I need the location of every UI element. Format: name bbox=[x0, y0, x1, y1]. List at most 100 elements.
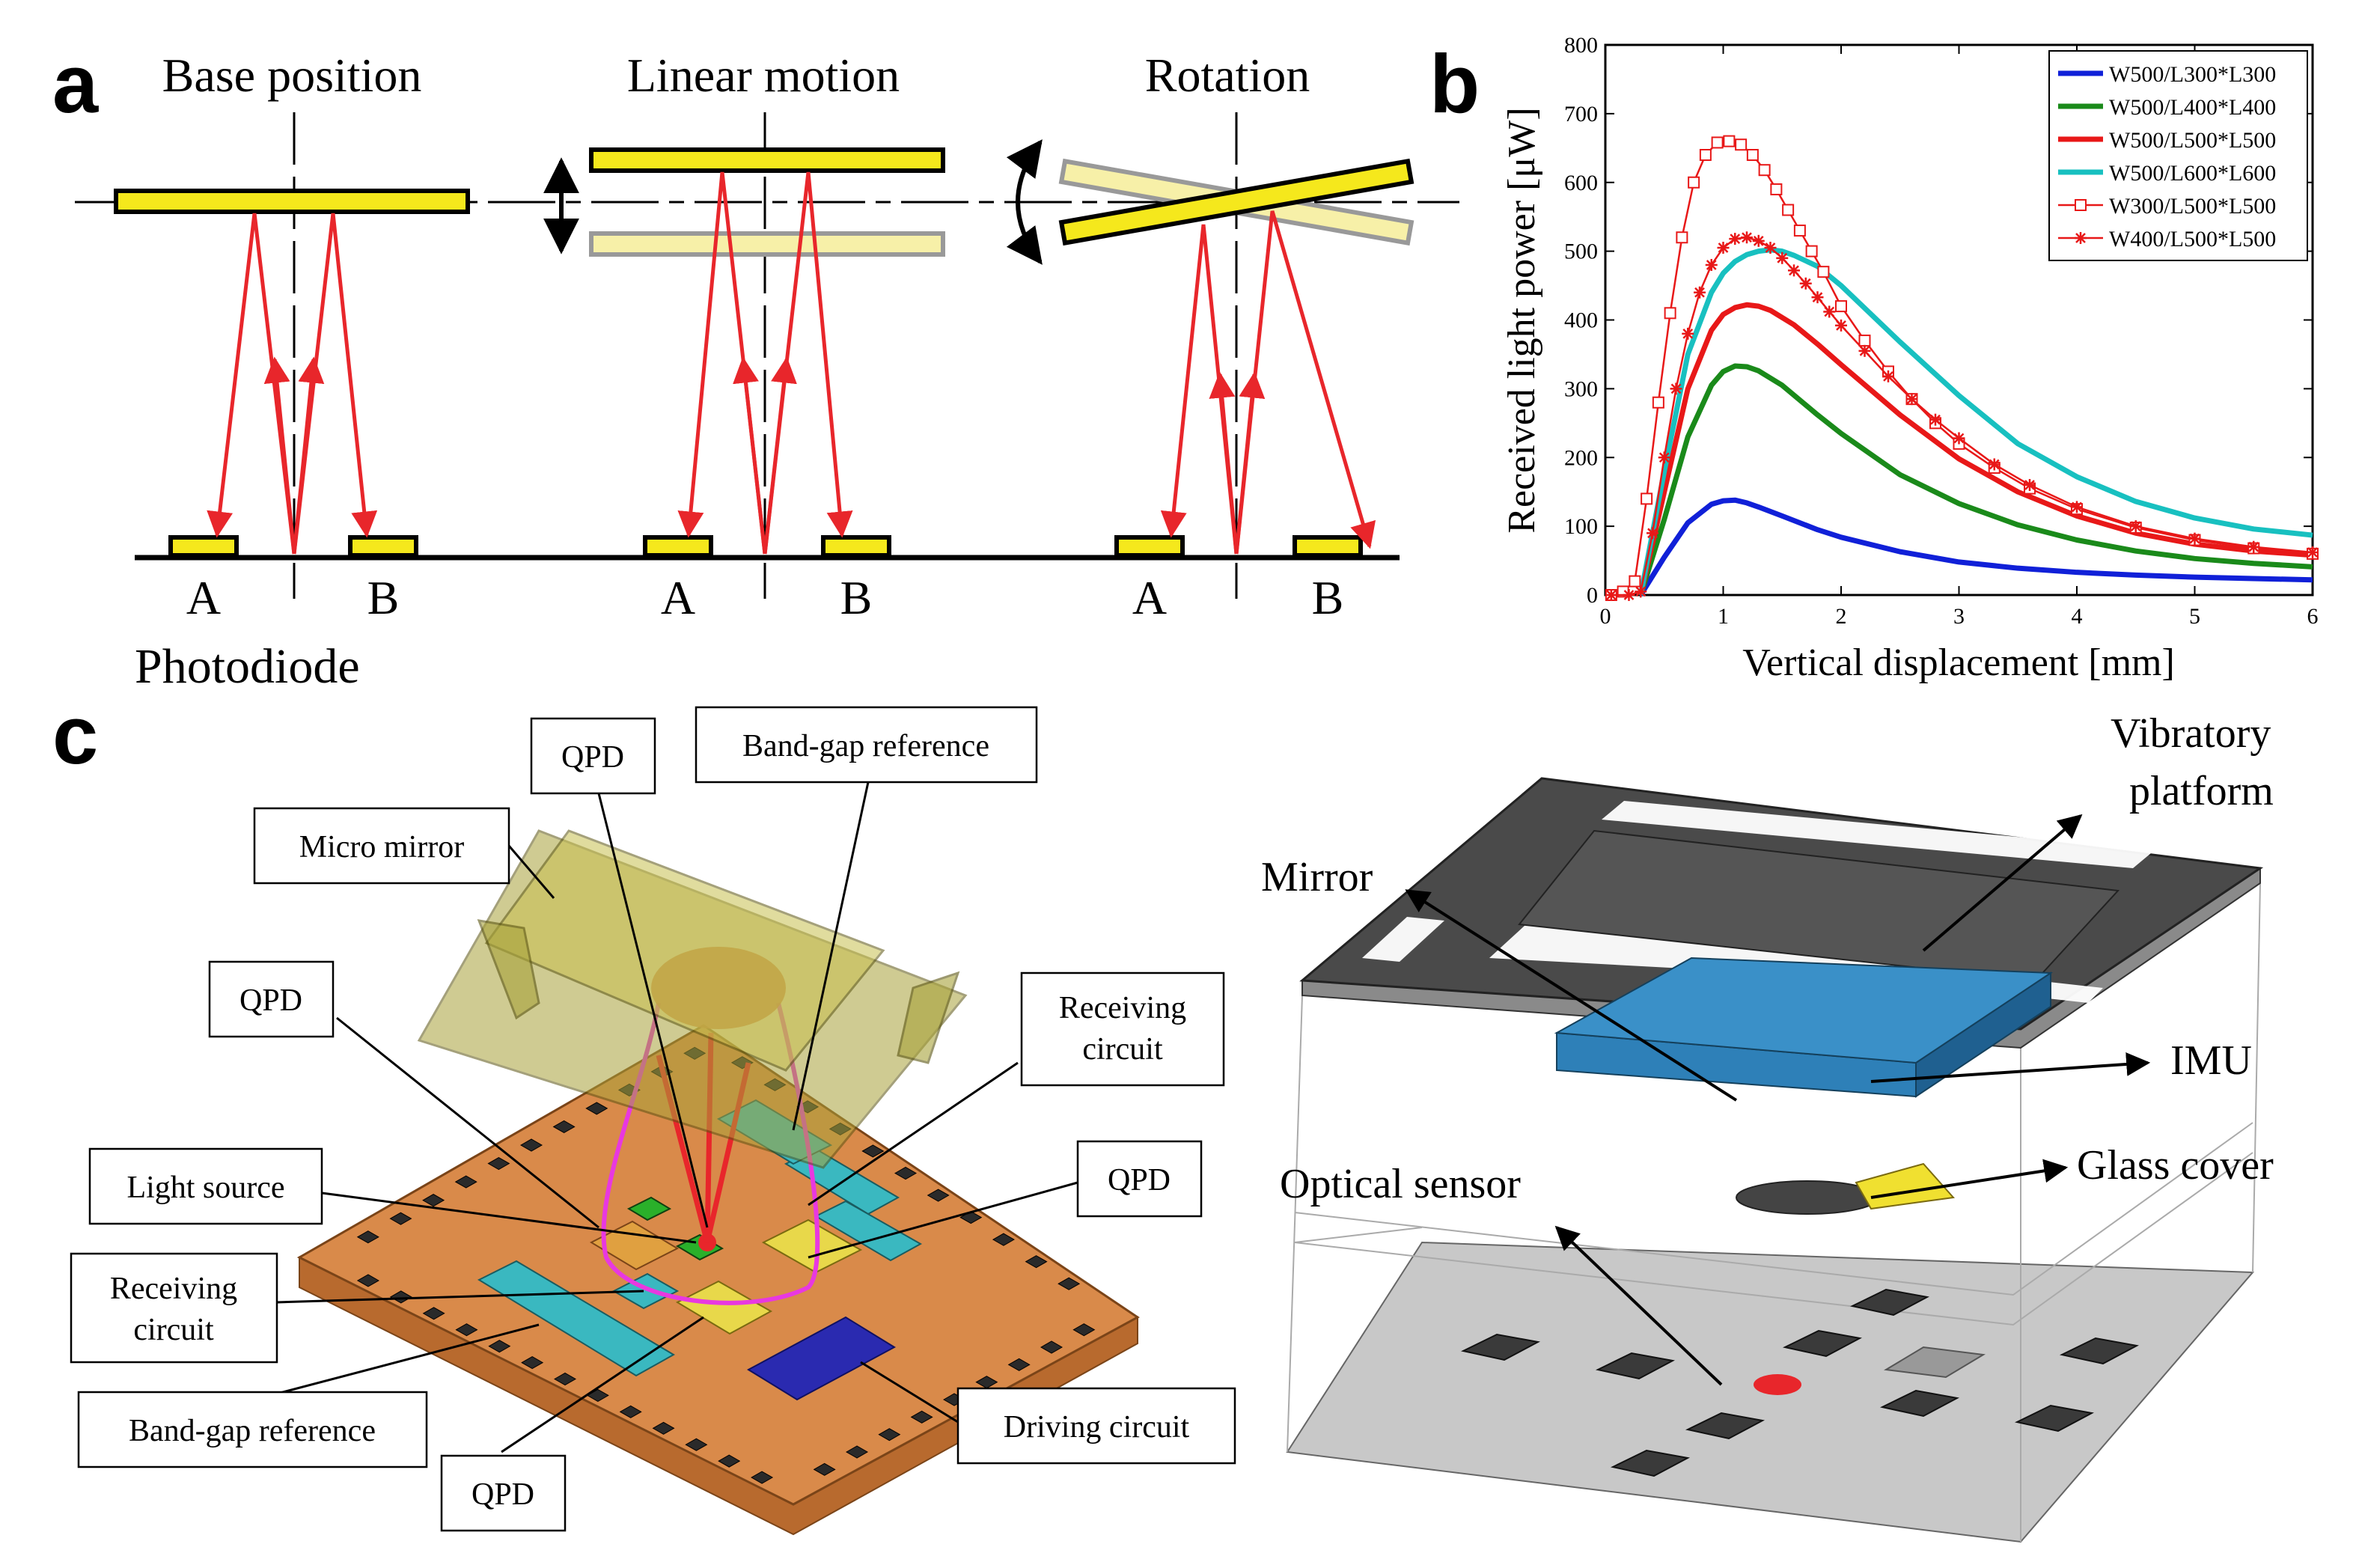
pad-bottom-left-4 bbox=[488, 1340, 511, 1353]
callout-light-source: Light source bbox=[126, 1171, 284, 1205]
cyan-block-left bbox=[477, 1260, 675, 1377]
x-tick-label-3: 3 bbox=[1953, 604, 1965, 629]
leader-bandgap-top bbox=[792, 781, 870, 1131]
platform-slot-2 bbox=[1602, 801, 2155, 868]
orange-block bbox=[589, 1220, 680, 1271]
series-5-marker-13 bbox=[1764, 242, 1777, 254]
panel-label-b: b bbox=[1429, 38, 1480, 130]
ray-base-left bbox=[207, 213, 296, 555]
label-b-1: B bbox=[367, 571, 400, 624]
title-linear-motion: Linear motion bbox=[627, 49, 900, 102]
detector-b-2 bbox=[821, 535, 891, 558]
series-line-0 bbox=[1638, 497, 2313, 597]
legend-marker-5 bbox=[2075, 232, 2087, 244]
pad-top-right-10 bbox=[1058, 1277, 1081, 1290]
pad-bottom-left-12 bbox=[751, 1471, 774, 1484]
legend: W500/L300*L300W500/L400*L400W500/L500*L5… bbox=[2048, 50, 2308, 261]
floor-chip-5 bbox=[1879, 1389, 1960, 1418]
legend-label-5: W400/L500*L500 bbox=[2109, 227, 2276, 251]
series-5-marker-11 bbox=[1741, 231, 1753, 244]
leader-receiving-right bbox=[808, 1061, 1019, 1206]
series-5-marker-10 bbox=[1729, 233, 1742, 245]
callout-qpd-top: QPD bbox=[561, 740, 624, 775]
leader-receiving-left bbox=[276, 1290, 644, 1304]
callout-bandgap-top: Band-gap reference bbox=[742, 729, 989, 763]
floor-chip-3 bbox=[1610, 1449, 1691, 1477]
label-vibratory-2: platform bbox=[2129, 768, 2274, 814]
legend-label-1: W500/L400*L400 bbox=[2109, 95, 2276, 120]
floor-chip-6 bbox=[2014, 1404, 2095, 1433]
detector-a-2 bbox=[643, 535, 713, 558]
ray-rotation-up-l bbox=[1209, 371, 1239, 555]
series-4-marker-17 bbox=[1805, 245, 1818, 257]
label-mirror: Mirror bbox=[1261, 854, 1373, 900]
callout-receiving-left-box bbox=[70, 1252, 278, 1364]
box-mid-frame-1 bbox=[1294, 1122, 2253, 1296]
mirror-linear bbox=[589, 147, 945, 173]
detector-b-1 bbox=[348, 535, 418, 558]
y-tick-label-3: 300 bbox=[1564, 376, 1598, 401]
series-5-marker-0 bbox=[1605, 589, 1617, 601]
series-4-marker-18 bbox=[1817, 266, 1830, 278]
series-5-marker-7 bbox=[1694, 286, 1706, 299]
floor-chip-4 bbox=[1782, 1329, 1863, 1358]
label-glass-cover: Glass cover bbox=[2077, 1142, 2274, 1189]
floor-chip-8 bbox=[2059, 1337, 2140, 1365]
series-line-2 bbox=[1638, 302, 2313, 596]
micro-mirror-arm-left bbox=[477, 919, 540, 1020]
series-4-marker-10 bbox=[1723, 135, 1736, 147]
series-4-marker-13 bbox=[1758, 164, 1771, 177]
leader-light-source bbox=[299, 1189, 697, 1244]
series-4-marker-4 bbox=[1652, 396, 1664, 409]
ray-linear-right bbox=[763, 171, 853, 555]
series-5-marker-2 bbox=[1635, 585, 1647, 598]
floor-chips bbox=[1460, 1288, 2140, 1477]
pad-bottom-left-3 bbox=[455, 1323, 478, 1337]
chip-substrate bbox=[296, 1024, 1140, 1506]
series-4-marker-19 bbox=[1835, 300, 1847, 313]
legend-label-2: W500/L500*L500 bbox=[2109, 128, 2276, 153]
platform-center-plate bbox=[1518, 829, 2120, 982]
pad-bottom-left-10 bbox=[685, 1438, 708, 1451]
pad-bottom-right-8 bbox=[1072, 1323, 1096, 1337]
pad-bottom-left-8 bbox=[619, 1405, 642, 1418]
callout-light-source-box bbox=[88, 1147, 323, 1225]
callout-qpd-right: QPD bbox=[1108, 1163, 1171, 1198]
callout-receiving-left-2: circuit bbox=[133, 1313, 214, 1347]
y-axis-label: Received light power [μW] bbox=[1501, 107, 1543, 533]
pad-top-left-1 bbox=[389, 1212, 412, 1225]
label-imu: IMU bbox=[2170, 1037, 2252, 1084]
series-5-marker-31 bbox=[2307, 546, 2319, 559]
callout-qpd-top-box bbox=[530, 717, 656, 795]
legend-box bbox=[2048, 50, 2308, 261]
callout-bandgap-top-box bbox=[695, 706, 1038, 784]
grey-pad bbox=[1884, 1346, 1986, 1379]
callout-qpd-bottom: QPD bbox=[471, 1477, 534, 1512]
callout-receiving-right-2: circuit bbox=[1082, 1032, 1163, 1067]
series-4-marker-11 bbox=[1735, 138, 1748, 151]
pad-top-left-3 bbox=[454, 1175, 477, 1189]
series-5-marker-6 bbox=[1682, 327, 1694, 340]
micro-mirror-plate bbox=[484, 829, 885, 1072]
x-tick-label-6: 6 bbox=[2307, 604, 2319, 629]
arrow-mirror bbox=[1405, 889, 1738, 1102]
arrow-vibratory bbox=[1922, 814, 2083, 952]
title-rotation: Rotation bbox=[1145, 49, 1310, 102]
pad-top-left-4 bbox=[487, 1156, 510, 1171]
callout-qpd-bottom-box bbox=[440, 1454, 567, 1532]
pad-top-left-6 bbox=[552, 1120, 576, 1134]
series-5-marker-15 bbox=[1788, 264, 1800, 277]
legend-label-4: W300/L500*L500 bbox=[2109, 194, 2276, 219]
pad-bottom-right-5 bbox=[975, 1376, 998, 1389]
platform-slot-4 bbox=[1362, 917, 1444, 962]
ray-linear-up-r bbox=[763, 356, 797, 555]
series-5-marker-26 bbox=[2024, 479, 2036, 491]
series-5-marker-22 bbox=[1905, 393, 1918, 406]
callout-driving-box bbox=[956, 1387, 1236, 1465]
panel-label-a: a bbox=[52, 38, 99, 130]
label-b-3: B bbox=[1312, 571, 1344, 624]
pad-bottom-left-1 bbox=[389, 1290, 412, 1304]
pad-top-right-6 bbox=[927, 1189, 950, 1202]
pad-bottom-right-3 bbox=[910, 1410, 933, 1424]
leader-qpd-top bbox=[597, 793, 709, 1228]
